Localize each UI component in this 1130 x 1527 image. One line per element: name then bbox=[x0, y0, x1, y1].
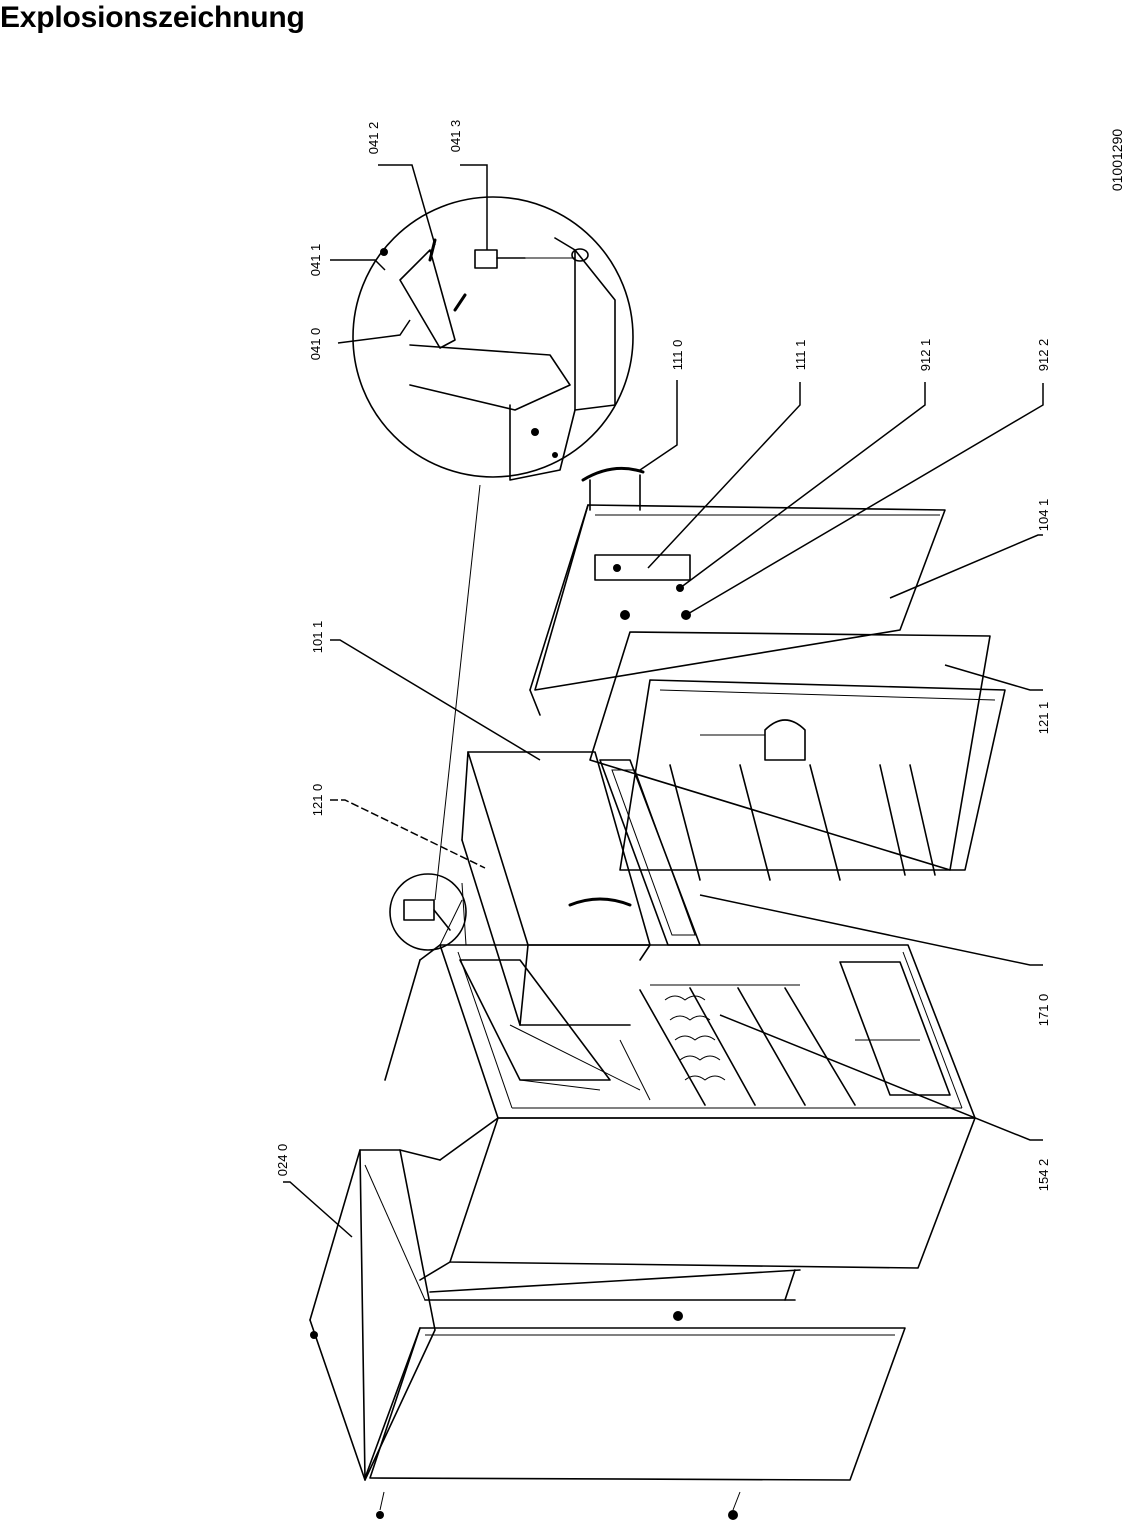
hinge-detail-large bbox=[352, 196, 634, 481]
detail-connector-line bbox=[434, 484, 481, 901]
leader-lines bbox=[283, 164, 1044, 1238]
callout-121-1: 121 1 bbox=[1036, 702, 1051, 735]
callout-041-0: 041 0 bbox=[308, 328, 323, 361]
callout-111-1: 111 1 bbox=[793, 340, 808, 371]
door-gasket bbox=[599, 759, 701, 946]
callout-912-2: 912 2 bbox=[1036, 339, 1051, 372]
callout-024-0: 024 0 bbox=[275, 1144, 290, 1177]
callout-041-2: 041 2 bbox=[366, 122, 381, 155]
callout-041-3: 041 3 bbox=[448, 120, 463, 153]
callout-121-0: 121 0 bbox=[310, 784, 325, 817]
freezer-door bbox=[461, 751, 651, 1091]
callout-101-1: 101 1 bbox=[310, 621, 325, 654]
inner-door-liner bbox=[589, 631, 1006, 881]
cabinet-body bbox=[384, 944, 976, 1281]
callout-154-2: 154 2 bbox=[1036, 1159, 1051, 1192]
callout-labels: 041 2 041 3 041 1 041 0 111 0 111 1 912 … bbox=[275, 120, 1051, 1192]
callout-104-1: 104 1 bbox=[1036, 499, 1051, 532]
callout-912-1: 912 1 bbox=[918, 339, 933, 372]
outer-door-panel bbox=[364, 1327, 906, 1520]
back-panel bbox=[529, 466, 946, 716]
callout-041-1: 041 1 bbox=[308, 244, 323, 277]
top-cover bbox=[309, 1117, 801, 1481]
callout-111-0: 111 0 bbox=[670, 340, 685, 371]
detail-connector-line-2 bbox=[439, 899, 463, 946]
page-title: Explosionszeichnung bbox=[0, 1, 305, 34]
callout-171-0: 171 0 bbox=[1036, 994, 1051, 1027]
hinge-detail-small bbox=[389, 873, 467, 951]
